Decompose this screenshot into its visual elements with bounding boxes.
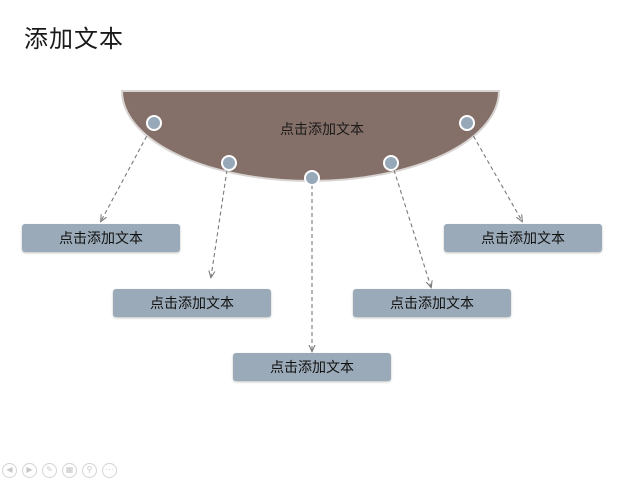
previous-icon[interactable]: ◀ [2,462,17,478]
pen-icon[interactable]: ✎ [42,462,57,478]
text-box-3[interactable]: 点击添加文本 [233,353,391,381]
more-icon[interactable]: ⋯ [102,462,117,478]
node-1 [146,115,162,131]
center-label[interactable]: 点击添加文本 [280,122,364,138]
text-box-label: 点击添加文本 [150,296,234,312]
node-2 [221,155,237,171]
text-box-1[interactable]: 点击添加文本 [22,224,180,252]
slides-icon[interactable]: ▦ [62,462,77,478]
zoom-icon[interactable]: ⚲ [82,462,97,478]
node-5 [459,115,475,131]
node-3 [304,170,320,186]
slideshow-nav-bar: ◀ ▶ ✎ ▦ ⚲ ⋯ [2,460,117,480]
text-box-label: 点击添加文本 [481,231,565,247]
text-box-2[interactable]: 点击添加文本 [113,289,271,317]
slide-title: 添加文本 [24,25,124,53]
text-box-label: 点击添加文本 [390,296,474,312]
text-box-label: 点击添加文本 [270,360,354,376]
node-4 [383,155,399,171]
connector-5 [469,129,522,221]
connector-2 [211,169,228,277]
next-icon[interactable]: ▶ [22,462,37,478]
text-box-label: 点击添加文本 [59,231,143,247]
text-box-5[interactable]: 点击添加文本 [444,224,602,252]
text-box-4[interactable]: 点击添加文本 [353,289,511,317]
connector-1 [101,129,151,221]
connector-4 [393,169,431,287]
